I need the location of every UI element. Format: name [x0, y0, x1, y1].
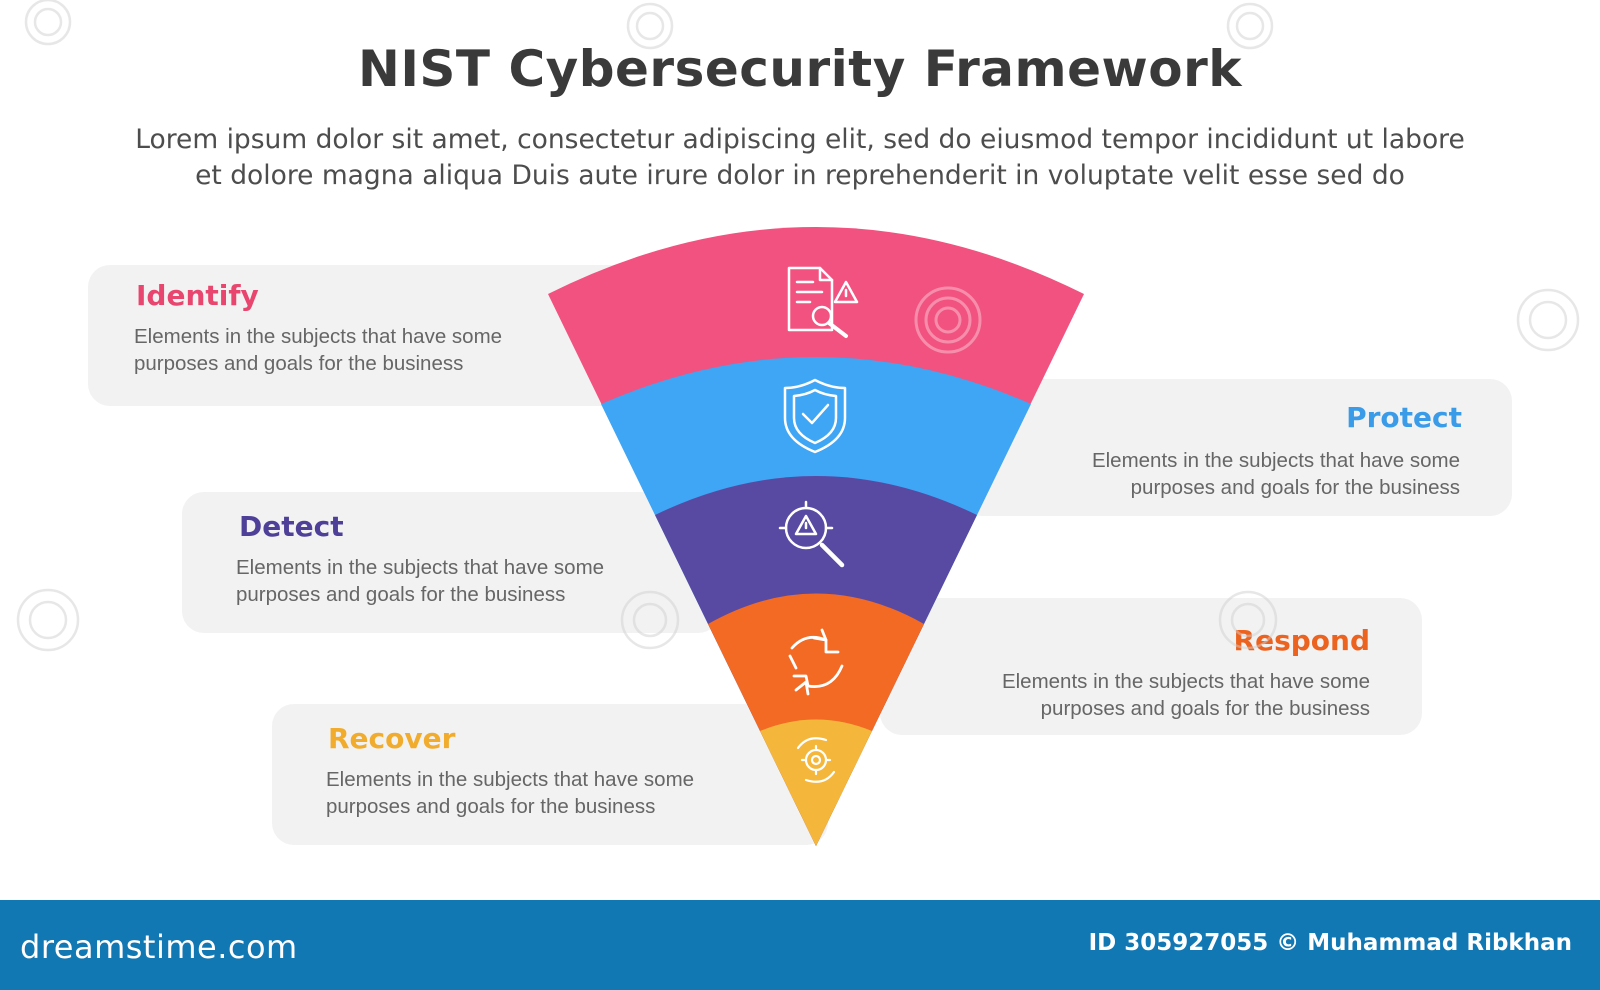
- card-title-protect: Protect: [1346, 401, 1462, 434]
- funnel-diagram: [16, 0, 1580, 846]
- card-desc-line: purposes and goals for the business: [1130, 476, 1460, 499]
- card-desc-protect: Elements in the subjects that have some …: [1092, 447, 1460, 501]
- watermark-spiral-icon: [914, 286, 982, 354]
- subtitle-line-1: Lorem ipsum dolor sit amet, consectetur …: [135, 124, 1465, 155]
- card-desc-detect: Elements in the subjects that have some …: [236, 554, 604, 608]
- page-title: NIST Cybersecurity Framework: [357, 40, 1243, 98]
- card-identify: Identify Elements in the subjects that h…: [88, 265, 648, 406]
- card-desc-identify: Elements in the subjects that have some …: [134, 323, 502, 377]
- card-title-detect: Detect: [239, 510, 344, 543]
- card-desc-line: purposes and goals for the business: [134, 352, 464, 375]
- card-title-identify: Identify: [136, 279, 259, 312]
- subtitle-line-2: et dolore magna aliqua Duis aute irure d…: [195, 160, 1405, 191]
- footer-photo-id: ID 305927055 © Muhammad Ribkhan: [1088, 930, 1572, 956]
- card-desc-recover: Elements in the subjects that have some …: [326, 766, 694, 820]
- card-desc-line: purposes and goals for the business: [326, 795, 656, 818]
- card-detect: Detect Elements in the subjects that hav…: [182, 492, 720, 633]
- card-respond: Respond Elements in the subjects that ha…: [880, 598, 1422, 735]
- footer-brand: dreamstime.com: [20, 928, 298, 966]
- card-desc-line: Elements in the subjects that have some: [326, 768, 695, 791]
- card-desc-line: Elements in the subjects that have some: [134, 325, 503, 348]
- card-desc-line: purposes and goals for the business: [1040, 697, 1370, 720]
- card-desc-line: purposes and goals for the business: [236, 583, 566, 606]
- card-title-recover: Recover: [328, 722, 456, 755]
- card-desc-respond: Elements in the subjects that have some …: [1002, 668, 1370, 722]
- watermark-spiral-icon: [16, 0, 1580, 652]
- gear-cycle-icon: [796, 737, 836, 783]
- card-desc-line: Elements in the subjects that have some: [1091, 449, 1460, 472]
- page-subtitle: Lorem ipsum dolor sit amet, consectetur …: [60, 122, 1540, 194]
- refresh-arrows-icon: [788, 628, 844, 696]
- card-recover: Recover Elements in the subjects that ha…: [272, 704, 828, 845]
- magnifier-alert-icon: [778, 500, 845, 568]
- shield-check-icon: [783, 378, 847, 454]
- footer-bar: dreamstime.com ID 305927055 © Muhammad R…: [0, 900, 1600, 990]
- card-desc-line: Elements in the subjects that have some: [1001, 670, 1370, 693]
- document-search-alert-icon: [787, 266, 859, 338]
- card-title-respond: Respond: [1233, 624, 1370, 657]
- card-desc-line: Elements in the subjects that have some: [236, 556, 605, 579]
- card-protect: Protect Elements in the subjects that ha…: [960, 379, 1512, 516]
